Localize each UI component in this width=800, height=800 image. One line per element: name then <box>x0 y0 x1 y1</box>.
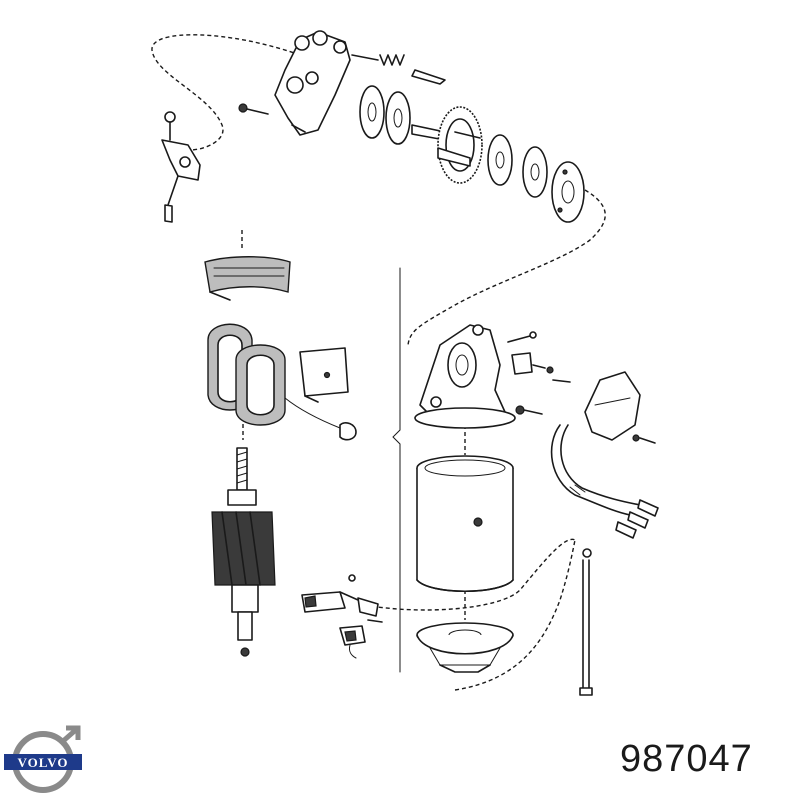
thrust-washers <box>359 85 411 145</box>
brush-cover-plate <box>584 371 656 444</box>
yoke-housing <box>416 455 514 592</box>
field-strap <box>204 256 291 301</box>
pole-screw <box>284 397 357 441</box>
field-coil-winding <box>207 323 286 426</box>
pinion-gear-assembly <box>411 106 483 184</box>
logo-band <box>4 754 82 770</box>
wiring-harness <box>550 424 659 539</box>
logo-text: VOLVO <box>18 755 69 770</box>
armature <box>211 447 276 657</box>
spring-and-pin <box>351 54 446 85</box>
pole-shoe <box>299 347 349 403</box>
drive-end-bracket <box>274 30 351 136</box>
terminal-hardware <box>507 331 571 415</box>
volvo-logo: VOLVO <box>4 725 82 793</box>
end-cover <box>416 622 514 673</box>
screw-top-left <box>238 103 269 115</box>
retaining-washers <box>487 134 585 223</box>
brush-holders <box>301 574 383 659</box>
part-number: 987047 <box>620 738 753 780</box>
logo-arrow <box>60 725 81 744</box>
commutator-end-bracket <box>414 324 516 429</box>
through-bolt <box>579 548 593 696</box>
assembly-guide-lines <box>151 34 606 691</box>
support-bracket <box>161 111 201 223</box>
